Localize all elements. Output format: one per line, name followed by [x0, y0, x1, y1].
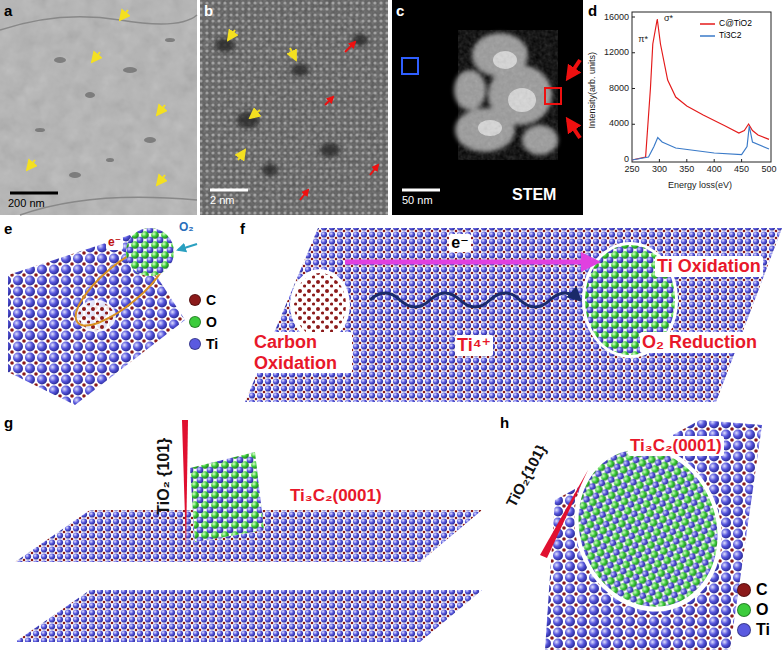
legend-text: O — [755, 601, 769, 619]
panel-letter: f — [240, 220, 245, 237]
figure-label: σ* — [664, 13, 673, 23]
figure-label: 0 — [624, 154, 629, 164]
axis-title: Intensity(arb. units) — [587, 52, 597, 129]
figure-label: 500 — [761, 164, 776, 174]
panel-letter: e — [4, 220, 12, 237]
figure-label: 50 nm — [402, 194, 433, 207]
figure-label: e⁻ — [106, 236, 123, 250]
figure-label: O₂ — [179, 221, 194, 235]
figure-label: Carbon Oxidation — [252, 332, 352, 373]
legend-swatch — [189, 316, 201, 328]
figure-label: 200 nm — [8, 197, 45, 210]
legend-text: Ti — [205, 336, 219, 352]
figure-label: O₂ Reduction — [640, 332, 759, 353]
figure-label: e⁻ — [449, 234, 470, 252]
legend-text: Ti3C2 — [718, 31, 742, 41]
legend-swatch — [737, 623, 751, 637]
legend-swatch — [737, 583, 751, 597]
panel-letter: g — [4, 414, 13, 431]
legend-text: C@TiO2 — [718, 19, 753, 29]
panel-letter: d — [588, 2, 597, 19]
figure-label: Ti₃C₂(0001) — [290, 486, 382, 506]
figure-label: 2 nm — [210, 194, 234, 207]
axis-title: TiO₂{101} — [502, 442, 549, 510]
figure-label: Ti⁴⁺ — [455, 335, 493, 356]
panel-letter: b — [204, 2, 213, 19]
figure-label: 250 — [624, 164, 639, 174]
figure-label: 16000 — [604, 12, 629, 22]
legend-text: Ti — [755, 621, 771, 639]
legend-swatch — [189, 338, 201, 350]
figure-label: Ti₃C₂(0001) — [628, 436, 724, 456]
legend-text: C — [755, 581, 769, 599]
legend-swatch — [737, 603, 751, 617]
figure-label: 400 — [707, 164, 722, 174]
figure-label: Ti Oxidation — [655, 256, 763, 277]
panel-letter: c — [396, 2, 404, 19]
figure-label: STEM — [512, 186, 556, 204]
figure-label: 350 — [679, 164, 694, 174]
figure-label: 12000 — [604, 47, 629, 57]
legend-swatch — [189, 294, 201, 306]
figure-label: Energy loss(eV) — [668, 180, 732, 190]
figure-label: π* — [638, 34, 648, 44]
panel-letter: h — [500, 414, 509, 431]
legend-text: C — [205, 292, 217, 308]
legend-text: O — [205, 314, 218, 330]
figure-label: 450 — [734, 164, 749, 174]
panel-letter: a — [4, 2, 12, 19]
figure-label: 4000 — [609, 118, 629, 128]
figure-label: 8000 — [609, 83, 629, 93]
figure-label: 300 — [652, 164, 667, 174]
axis-title: TiO₂ {101} — [156, 437, 174, 514]
